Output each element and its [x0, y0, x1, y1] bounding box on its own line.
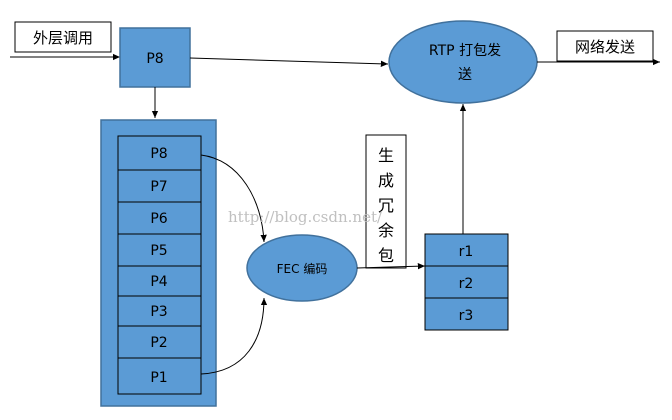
packet-cell: P6	[117, 201, 202, 235]
redundant-note-box	[365, 134, 407, 269]
packet-cell: P4	[117, 265, 202, 297]
redundant-note-char: 包	[378, 246, 394, 265]
rtp-pack-send-node	[388, 20, 538, 104]
p8-to-rtp-arrow	[189, 57, 389, 67]
top-packet-box	[119, 27, 191, 88]
packet-cell: P8	[117, 135, 202, 171]
packet-cell: P1	[117, 357, 202, 395]
redundant-cell-label: r2	[459, 276, 474, 292]
redundant-packets: r1 r2 r3	[424, 233, 509, 331]
packet-cell: P3	[117, 295, 202, 327]
network-send-box	[556, 30, 654, 62]
fec-to-redundant-arrow	[356, 263, 426, 270]
external-call-label: 外层调用	[33, 29, 93, 47]
redundant-note-char: 余	[378, 221, 394, 240]
packet-cell-label: P3	[150, 304, 167, 320]
packet-cell-label: P5	[150, 243, 167, 259]
packet-cell-label: P1	[150, 370, 167, 386]
redundant-cell-label: r3	[459, 308, 474, 324]
p1-to-fec-curve	[200, 297, 268, 375]
redundant-cell-label: r1	[459, 244, 474, 260]
redundant-cell: r2	[424, 265, 509, 299]
packet-cell-label: P2	[150, 335, 167, 351]
rtp-label-line1: RTP 打包发	[429, 42, 501, 59]
watermark: http://blog.csdn.net/	[228, 208, 383, 226]
packet-cell: P7	[117, 169, 202, 203]
top-packet-label: P8	[146, 51, 163, 67]
fec-encode-label: FEC 编码	[277, 261, 328, 276]
redundant-note-char: 成	[378, 171, 394, 190]
redundant-note-char: 生	[378, 146, 394, 165]
rtp-label-line2: 送	[458, 67, 472, 83]
packet-cell-label: P8	[150, 146, 167, 162]
packet-cell-label: P6	[150, 211, 167, 227]
packet-cell-label: P4	[150, 274, 167, 290]
packet-stack: P8 P7 P6 P5 P4 P3 P2 P1	[117, 135, 202, 395]
packet-cell: P5	[117, 233, 202, 267]
redundant-cell: r1	[424, 233, 509, 267]
external-call-box	[14, 21, 112, 53]
p8-to-fec-curve	[200, 154, 267, 243]
packet-cell-label: P7	[150, 179, 167, 195]
network-send-label: 网络发送	[575, 38, 635, 56]
redundant-cell: r3	[424, 297, 509, 331]
packet-cell: P2	[117, 325, 202, 359]
redundant-note-char: 冗	[378, 196, 394, 215]
